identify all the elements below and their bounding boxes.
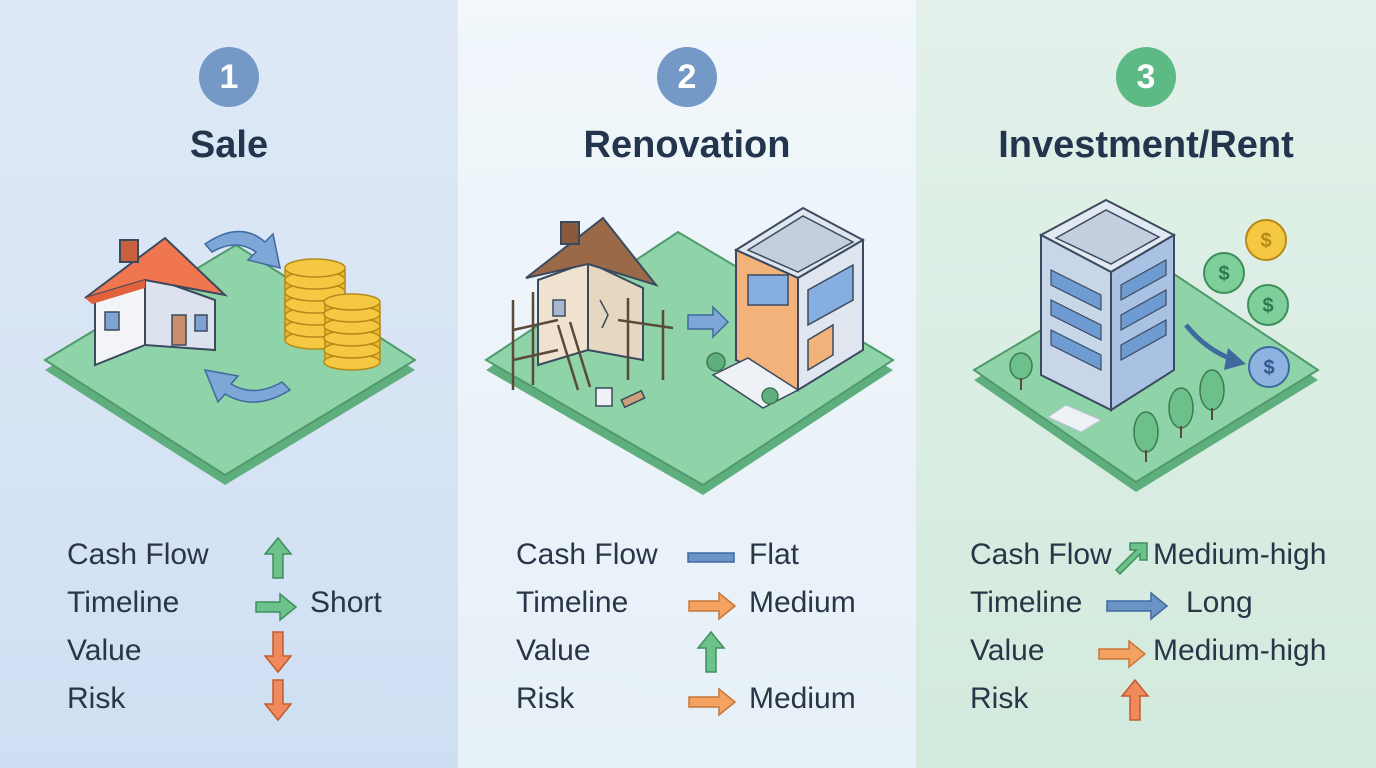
- panel-title-investment-rent: Investment/Rent: [998, 124, 1294, 166]
- step-badge-1: 1: [199, 47, 259, 107]
- renovation-illustration: [484, 206, 895, 495]
- arrow-right-icon: [687, 305, 730, 339]
- arrow-down-icon: [263, 631, 293, 674]
- svg-text:$: $: [1260, 230, 1271, 252]
- house-icon: [84, 236, 229, 367]
- svg-text:$: $: [1262, 295, 1273, 317]
- arrow-up-icon: [696, 630, 726, 673]
- step-badge-3: 3: [1116, 47, 1176, 107]
- modern-building-icon: [706, 206, 866, 409]
- arrow-down-icon: [263, 679, 293, 722]
- metric-value: Long: [1186, 586, 1253, 619]
- apartment-tower-icon: [1038, 198, 1177, 433]
- coins-icon: [284, 258, 381, 371]
- arrow-diagonal-up-icon: [1114, 542, 1148, 576]
- metric-label: Value: [67, 634, 142, 667]
- metric-value: Medium: [749, 682, 856, 715]
- arrow-up-icon: [263, 536, 293, 579]
- metric-value: Flat: [749, 538, 800, 571]
- metric-value: Short: [310, 586, 382, 619]
- metric-label: Timeline: [970, 586, 1083, 619]
- arrow-right-icon: [1106, 591, 1169, 621]
- dollar-coin-icon: $ $ $ $: [1203, 219, 1290, 388]
- arrow-right-icon: [688, 591, 737, 621]
- flat-dash-icon: [687, 552, 735, 563]
- metric-label: Timeline: [516, 586, 629, 619]
- panel-title-renovation: Renovation: [583, 124, 791, 166]
- metric-label: Timeline: [67, 586, 180, 619]
- metric-label: Value: [970, 634, 1045, 667]
- arrow-right-icon: [688, 687, 737, 717]
- metric-label: Value: [516, 634, 591, 667]
- renovation-house-icon: [511, 216, 674, 409]
- metric-value: Medium: [749, 586, 856, 619]
- panel-title-sale: Sale: [189, 124, 269, 166]
- svg-text:$: $: [1263, 357, 1274, 379]
- arrow-up-icon: [1120, 678, 1150, 721]
- tree-icon: [1009, 352, 1225, 462]
- metric-label: Risk: [970, 682, 1029, 715]
- metric-value: Medium-high: [1153, 538, 1327, 571]
- panel-sale: 1 Sale: [0, 0, 458, 768]
- cycle-arrow-icon: [203, 230, 292, 404]
- panel-investment-rent: 3 Investment/Rent: [916, 0, 1376, 768]
- metric-label: Risk: [516, 682, 575, 715]
- panel-renovation: 2 Renovation: [458, 0, 916, 768]
- arrow-right-icon: [1098, 639, 1147, 669]
- investment-illustration: $ $ $ $: [972, 198, 1320, 492]
- sale-illustration: [43, 230, 417, 485]
- step-badge-2: 2: [657, 47, 717, 107]
- arrow-icon: [1184, 323, 1246, 370]
- metric-label: Cash Flow: [970, 538, 1112, 571]
- metric-label: Cash Flow: [67, 538, 209, 571]
- metric-label: Risk: [67, 682, 126, 715]
- arrow-right-icon: [255, 592, 298, 622]
- metric-label: Cash Flow: [516, 538, 658, 571]
- metric-value: Medium-high: [1153, 634, 1327, 667]
- svg-text:$: $: [1218, 263, 1229, 285]
